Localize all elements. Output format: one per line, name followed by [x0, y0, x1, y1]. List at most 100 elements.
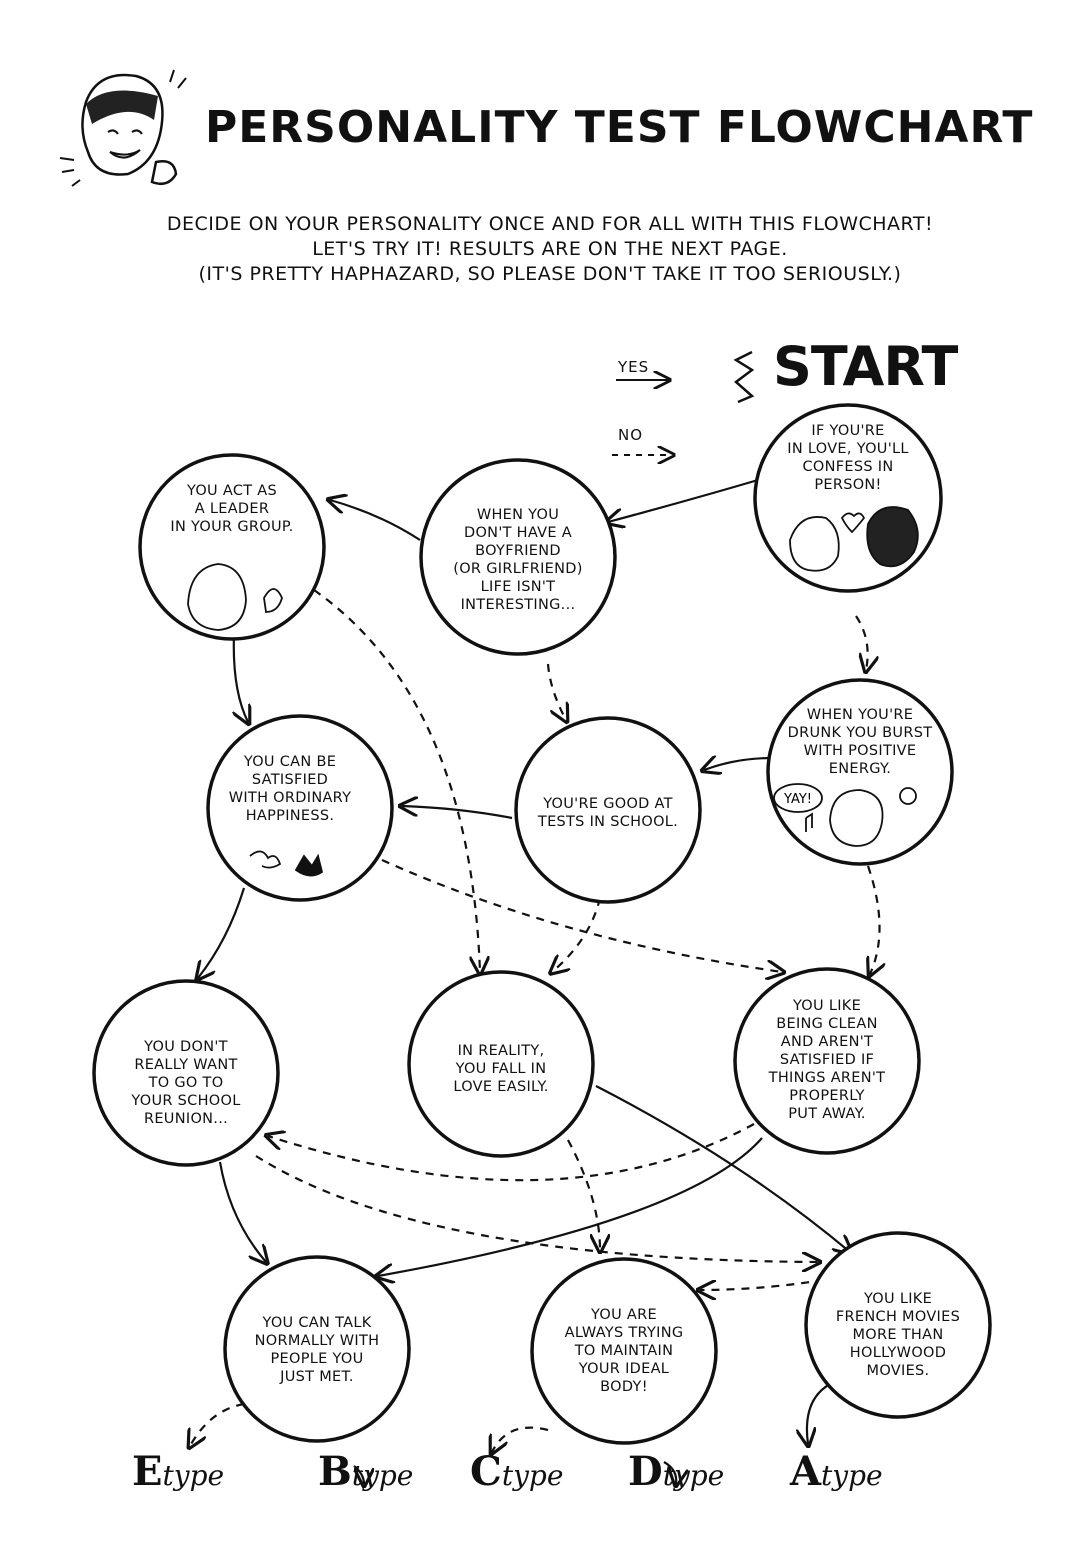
result-word: type [351, 1459, 414, 1492]
node-text-line: YOUR SCHOOL [131, 1093, 241, 1109]
node-text-line: YOU LIKE [863, 1291, 933, 1307]
node-text-line: REUNION... [143, 1111, 229, 1127]
node-reunion: YOU DON'T REALLY WANT TO GO TO YOUR SCHOOL R… [101, 1038, 271, 1128]
node-text-line: YOU ARE [591, 1307, 657, 1323]
node-circle-drunk [766, 678, 954, 866]
result-letter: A [790, 1448, 822, 1495]
node-text-line: BOYFRIEND [475, 543, 561, 559]
node-text-line: PUT AWAY. [788, 1106, 866, 1122]
arrow-confess-to-drunk [855, 615, 868, 670]
arrow-drunk-to-clean [868, 865, 880, 974]
arrow-tests-to-ordinary [402, 806, 513, 820]
node-text-line: MORE THAN [852, 1327, 944, 1343]
result-word: type [662, 1459, 725, 1492]
result-d-type: Dtype [628, 1448, 724, 1495]
result-b-type: Btype [318, 1448, 413, 1495]
node-text-line: TESTS IN SCHOOL. [537, 814, 679, 830]
result-a-type: Atype [790, 1448, 883, 1495]
node-text-line: TO GO TO [148, 1075, 224, 1091]
result-word: type [501, 1459, 564, 1492]
node-text-line: IN YOUR GROUP. [170, 519, 294, 535]
node-text-line: BODY! [600, 1379, 648, 1395]
intro-text: DECIDE ON YOUR PERSONALITY ONCE AND FOR … [110, 212, 990, 287]
node-french: YOU LIKE FRENCH MOVIES MORE THAN HOLLYWOOD M… [813, 1290, 983, 1380]
node-text-line: LOVE EASILY. [453, 1079, 549, 1095]
node-text-line: MOVIES. [866, 1363, 930, 1379]
node-text-line: YOU CAN TALK [262, 1315, 372, 1331]
node-text-line: A LEADER [194, 501, 270, 517]
node-text-line: ENERGY. [828, 761, 892, 777]
node-text-line: TO MAINTAIN [574, 1343, 674, 1359]
legend-no-label: NO [618, 426, 644, 444]
node-text-line: SATISFIED IF [779, 1052, 875, 1068]
flower-doodle-icon [249, 850, 324, 877]
node-text-line: SATISFIED [251, 772, 329, 788]
intro-line: (IT'S PRETTY HAPHAZARD, SO PLEASE DON'T … [198, 263, 902, 285]
node-text-line: FRENCH MOVIES [835, 1309, 961, 1325]
node-text-line: YOU ACT AS [186, 483, 278, 499]
node-circle-tests [514, 716, 702, 904]
arrow-boyfriend-to-leader [330, 500, 421, 541]
arrow-ordinary-to-reunion [198, 887, 246, 978]
intro-line: LET'S TRY IT! RESULTS ARE ON THE NEXT PA… [312, 238, 788, 260]
result-e-type: Etype [132, 1448, 224, 1495]
result-letter: C [470, 1448, 502, 1495]
node-circle-fall [407, 970, 595, 1158]
node-text-line: IF YOU'RE [811, 423, 885, 439]
node-circle-french [804, 1231, 992, 1419]
singer-doodle-icon [805, 787, 917, 847]
result-letter: E [132, 1448, 163, 1495]
arrow-boyfriend-to-tests [546, 663, 566, 720]
node-text-line: INTERESTING... [460, 597, 576, 613]
node-text-line: IN REALITY, [457, 1043, 545, 1059]
arrow-drunk-to-tests [704, 758, 773, 770]
node-text-line: WHEN YOU [476, 507, 560, 523]
result-letter: D [628, 1448, 663, 1495]
node-text-line: YOU DON'T [144, 1039, 228, 1055]
node-circle-body [530, 1257, 718, 1445]
node-text-line: CONFESS IN [802, 459, 894, 475]
arrow-fall-to-french [595, 1085, 850, 1252]
node-text-line: NORMALLY WITH [254, 1333, 380, 1349]
arrow-body-to-c [492, 1426, 549, 1452]
node-text-line: WHEN YOU'RE [806, 707, 914, 723]
arrow-talk-to-e [190, 1402, 245, 1446]
node-circle-talk [223, 1255, 411, 1443]
node-text-line: YOU LIKE [792, 998, 862, 1014]
leader-doodle-icon [187, 563, 283, 631]
result-letter: B [318, 1448, 352, 1495]
node-text-line: REALLY WANT [134, 1057, 238, 1073]
mascot-icon [59, 69, 187, 187]
node-text-line: HOLLYWOOD [849, 1345, 947, 1361]
start-label: START [773, 335, 958, 398]
node-text-line: YOU'RE GOOD AT [543, 796, 673, 812]
node-text-line: YOU FALL IN [455, 1061, 547, 1077]
arrow-talk-to-b [353, 1465, 364, 1484]
arrow-reunion-to-french [255, 1155, 818, 1262]
arrow-clean-to-reunion [268, 1123, 755, 1182]
node-text-line: WITH ORDINARY [228, 790, 352, 806]
node-fall: IN REALITY, YOU FALL IN LOVE EASILY. [416, 1042, 586, 1096]
result-c-type: Ctype [470, 1448, 563, 1495]
node-text-line: LIFE ISN'T [480, 579, 556, 595]
node-text-line: PROPERLY [789, 1088, 865, 1104]
arrow-tests-to-fall [552, 897, 602, 972]
arrow-fall-to-body [567, 1139, 600, 1250]
yay-bubble [773, 783, 823, 813]
start-squiggle-icon [733, 350, 755, 404]
node-text-line: HAPPINESS. [245, 808, 335, 824]
node-text-line: THINGS AREN'T [768, 1070, 886, 1086]
node-circle-reunion [92, 979, 280, 1167]
result-word: type [821, 1459, 883, 1492]
node-text-line: AND AREN'T [780, 1034, 874, 1050]
couple-doodle-icon [789, 506, 919, 572]
node-text-line: PEOPLE YOU [270, 1351, 364, 1367]
